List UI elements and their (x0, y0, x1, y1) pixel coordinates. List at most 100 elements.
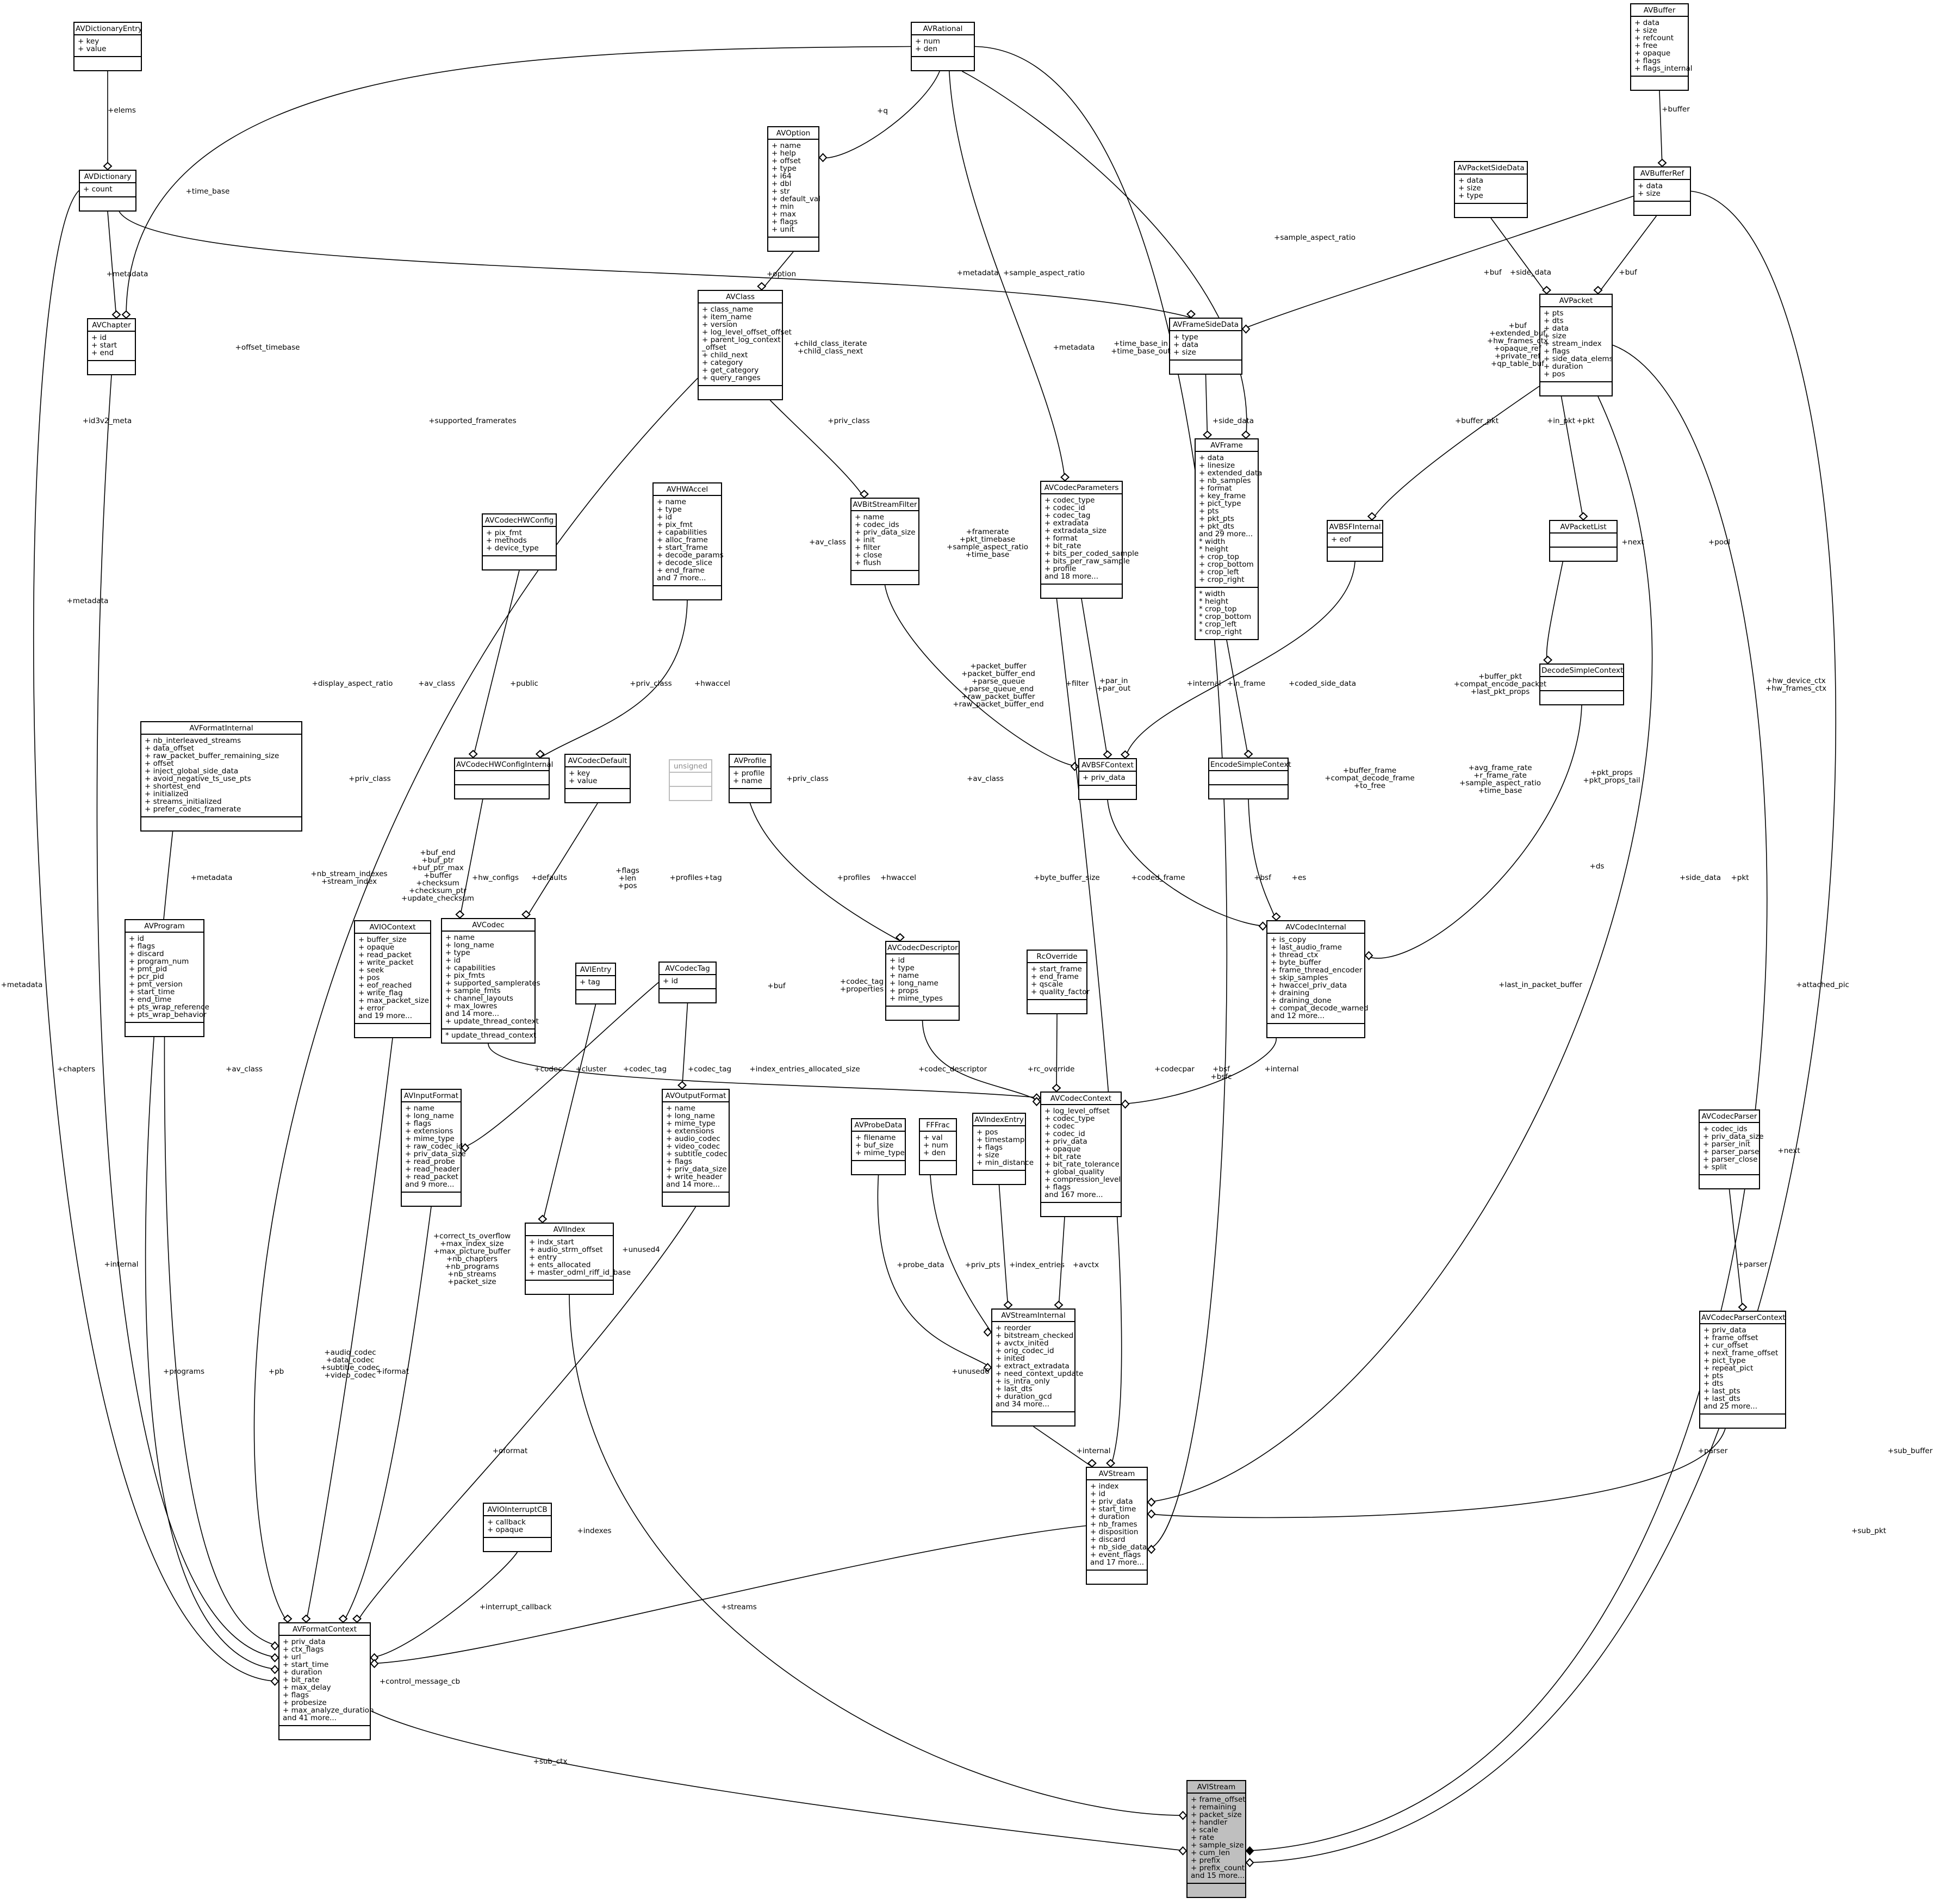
class-box-avbsfcontext[interactable]: AVBSFContext+ priv_data (1078, 758, 1137, 800)
edge-label-priv-class-1: +priv_class (630, 679, 672, 688)
class-attribute: + child_next (702, 351, 748, 359)
association-line (819, 71, 940, 159)
class-attribute: + type (890, 964, 915, 972)
association-line (461, 982, 659, 1149)
class-box-avframesidedata[interactable]: AVFrameSideData+ type+ data+ size (1169, 318, 1242, 375)
class-box-avcodectag[interactable]: AVCodecTag+ id (658, 962, 717, 1003)
class-attribute: + initialized (145, 790, 189, 798)
class-box-avcodechwconfig[interactable]: AVCodecHWConfig+ pix_fmt+ methods+ devic… (482, 513, 557, 570)
edge-label-priv-class-3: +priv_class (349, 774, 391, 783)
class-operations (912, 57, 974, 70)
class-attribute: + start_time (283, 1660, 329, 1669)
class-operations (526, 1281, 613, 1294)
class-box-avprogram[interactable]: AVProgram+ id+ flags+ discard+ program_n… (125, 919, 209, 1037)
class-attribute: + prefix (1191, 1856, 1221, 1865)
aggregation-diamond (1070, 761, 1079, 771)
class-box-avcodecinternal[interactable]: AVCodecInternal+ is_copy+ last_audio_fra… (1266, 920, 1369, 1038)
class-box-avpacketlist[interactable]: AVPacketList (1549, 520, 1618, 562)
aggregation-diamond (895, 933, 905, 942)
class-box-avpacketsidedata[interactable]: AVPacketSideData+ data+ size+ type (1454, 161, 1528, 218)
class-attribute: and 7 more... (657, 574, 706, 582)
class-attribute: + avctx_inited (996, 1339, 1049, 1348)
class-box-avhwaccel[interactable]: AVHWAccel+ name+ type+ id+ pix_fmt+ capa… (652, 482, 724, 600)
class-attribute: + start (91, 341, 117, 350)
class-box-avbitstreamfilter[interactable]: AVBitStreamFilter+ name+ codec_ids+ priv… (850, 498, 919, 585)
class-box-avoutputformat[interactable]: AVOutputFormat+ name+ long_name+ mime_ty… (662, 1089, 730, 1207)
class-box-avdictionaryentry[interactable]: AVDictionaryEntry+ key+ value (73, 22, 142, 71)
class-attribute: + dts (1544, 317, 1564, 325)
class-title: AVIOContext (355, 921, 430, 934)
class-box-avcodecparsercontext[interactable]: AVCodecParserContext+ priv_data+ frame_o… (1699, 1311, 1786, 1429)
association-line (884, 585, 1079, 767)
class-box-avdictionary[interactable]: AVDictionary+ count (79, 170, 136, 212)
class-attribute: + mime_types (890, 994, 943, 1003)
class-attribute: + profile (1045, 565, 1077, 573)
class-attribute: + dbl (772, 179, 792, 188)
class-box-avcodecparameters[interactable]: AVCodecParameters+ codec_type+ codec_id+… (1040, 481, 1139, 599)
edge-label-rc-override: +rc_override (1027, 1065, 1075, 1074)
class-attribute: + long_name (666, 1112, 715, 1120)
class-box-avcodecdescriptor[interactable]: AVCodecDescriptor+ id+ type+ name+ long_… (885, 941, 960, 1021)
edge-label-bsfc: +bsf +bsfc (1210, 1065, 1232, 1081)
class-box-avientry[interactable]: AVIEntry+ tag (575, 963, 616, 1004)
class-box-avprofile[interactable]: AVProfile+ profile+ name (729, 754, 772, 803)
class-box-aviointerruptcb[interactable]: AVIOInterruptCB+ callback+ opaque (483, 1503, 552, 1552)
aggregation-diamond (1178, 1846, 1188, 1856)
class-box-avframe[interactable]: AVFrame+ data+ linesize+ extended_data+ … (1195, 438, 1262, 640)
class-attribute: + side_data_elems (1544, 355, 1613, 363)
class-attribute: and 19 more... (358, 1012, 413, 1020)
class-box-avbufferref[interactable]: AVBufferRef+ data+ size (1633, 166, 1691, 216)
class-box-aviindex[interactable]: AVIIndex+ indx_start+ audio_strm_offset+… (525, 1223, 631, 1295)
class-box-avcodec[interactable]: AVCodec+ name+ long_name+ type+ id+ capa… (441, 918, 540, 1044)
class-box-avindexentry[interactable]: AVIndexEntry+ pos+ timestamp+ flags+ siz… (972, 1113, 1034, 1185)
class-box-avformatinternal[interactable]: AVFormatInternal+ nb_interleaved_streams… (140, 721, 302, 832)
class-box-avcodeccontext[interactable]: AVCodecContext+ log_level_offset+ codec_… (1040, 1091, 1122, 1217)
class-attribute: + priv_data (1083, 773, 1126, 782)
class-box-avinputformat[interactable]: AVInputFormat+ name+ long_name+ flags+ e… (401, 1089, 466, 1207)
class-operation: * crop_bottom (1199, 612, 1252, 621)
class-attribute: + type (445, 948, 470, 957)
class-operations (852, 1161, 905, 1174)
class-box-encodesimplecontext[interactable]: EncodeSimpleContext (1208, 758, 1291, 799)
class-box-avformatcontext[interactable]: AVFormatContext+ priv_data+ ctx_flags+ u… (278, 1622, 374, 1740)
class-box-avchapter[interactable]: AVChapter+ id+ start+ end (87, 318, 136, 375)
class-attribute: + extract_extradata (996, 1362, 1070, 1370)
class-box-avcodecparser[interactable]: AVCodecParser+ codec_ids+ priv_data_size… (1699, 1109, 1764, 1189)
class-attribute: + key_frame (1199, 492, 1246, 500)
class-box-avbsfinternal[interactable]: AVBSFInternal+ eof (1327, 520, 1383, 562)
class-attribute: + size (1544, 332, 1566, 340)
class-box-avbuffer[interactable]: AVBuffer+ data+ size+ refcount+ free+ op… (1630, 3, 1693, 91)
edge-label-byte-buffer-size: +byte_buffer_size (1034, 873, 1100, 882)
class-box-avprobedata[interactable]: AVProbeData+ filename+ buf_size+ mime_ty… (851, 1118, 906, 1175)
class-box-unsigned[interactable]: unsigned (669, 759, 712, 801)
class-box-avclass[interactable]: AVClass+ class_name+ item_name+ version+… (698, 290, 792, 400)
class-box-aviocontext[interactable]: AVIOContext+ buffer_size+ opaque+ read_p… (354, 920, 431, 1038)
class-box-avpacket[interactable]: AVPacket+ pts+ dts+ data+ size+ stream_i… (1539, 294, 1613, 396)
class-title: RcOverride (1028, 951, 1086, 963)
association-line (525, 803, 598, 919)
class-box-avcodechwconfiginternal[interactable]: AVCodecHWConfigInternal (454, 758, 553, 799)
class-title: AVCodecDefault (565, 755, 630, 767)
class-attribute: + compat_decode_warned (1271, 1004, 1369, 1013)
class-attribute: + flags (129, 942, 155, 951)
class-box-fffrac[interactable]: FFFrac+ val+ num+ den (919, 1118, 957, 1175)
class-attribute: + extensions (405, 1127, 453, 1136)
class-attribute: + format (1045, 534, 1078, 543)
class-box-rcoverride[interactable]: RcOverride+ start_frame+ end_frame+ qsca… (1027, 950, 1090, 1014)
class-attribute: + name (405, 1104, 434, 1113)
aggregation-diamond (757, 282, 767, 291)
class-attribute: + end (91, 349, 114, 357)
class-box-avistream[interactable]: AVIStream+ frame_offset+ remaining+ pack… (1186, 1780, 1246, 1898)
class-box-avcodecdefault[interactable]: AVCodecDefault+ key+ value (564, 754, 631, 803)
class-box-decodesimplecontext[interactable]: DecodeSimpleContext (1539, 663, 1624, 705)
class-title: AVBSFContext (1079, 759, 1136, 772)
class-box-avstream[interactable]: AVStream+ index+ id+ priv_data+ start_ti… (1086, 1467, 1148, 1585)
class-attribute: + mime_type (855, 1149, 905, 1157)
class-box-avrational[interactable]: AVRational+ num+ den (911, 22, 975, 71)
class-attribute: + name (445, 933, 475, 942)
edge-label-control-message-cb: +control_message_cb (379, 1677, 461, 1686)
association-line (1124, 561, 1356, 759)
class-title: AVChapter (88, 319, 135, 332)
class-box-avoption[interactable]: AVOption+ name+ help+ offset+ type+ i64+… (767, 126, 820, 252)
class-box-avstreaminternal[interactable]: AVStreamInternal+ reorder+ bitstream_che… (991, 1308, 1083, 1427)
